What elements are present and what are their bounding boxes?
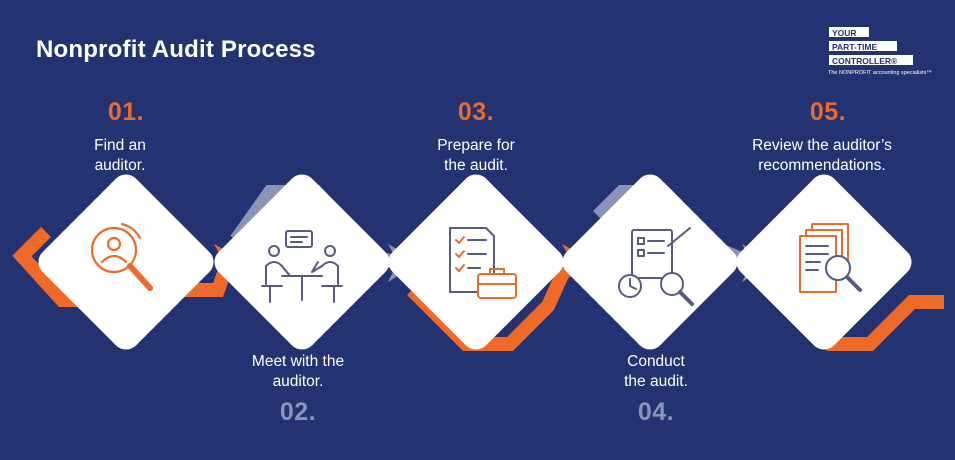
meeting-icon — [261, 230, 343, 303]
step-3-diamond — [388, 174, 564, 350]
search-person-icon — [90, 222, 153, 291]
step-1-number: 01. — [107, 98, 145, 126]
step-4-number: 04. — [637, 398, 675, 426]
step-5-number: 05. — [809, 98, 847, 126]
logo-line-3: CONTROLLER® — [828, 54, 914, 66]
checklist-clock-magnifier-icon — [618, 227, 694, 306]
page-title: Nonprofit Audit Process — [36, 36, 316, 63]
checklist-briefcase-icon — [449, 227, 517, 299]
documents-magnifier-icon — [799, 223, 862, 293]
logo-line-2: PART-TIME — [828, 40, 898, 52]
step-2-number: 02. — [279, 398, 317, 426]
step-2-diamond — [214, 174, 390, 350]
step-3-number: 03. — [457, 98, 495, 126]
step-4-diamond — [562, 174, 738, 350]
logo-tagline: The NONPROFIT accounting specialists™ — [828, 70, 932, 76]
company-logo: YOUR PART-TIME CONTROLLER® The NONPROFIT… — [828, 26, 932, 82]
logo-line-1: YOUR — [828, 26, 870, 38]
